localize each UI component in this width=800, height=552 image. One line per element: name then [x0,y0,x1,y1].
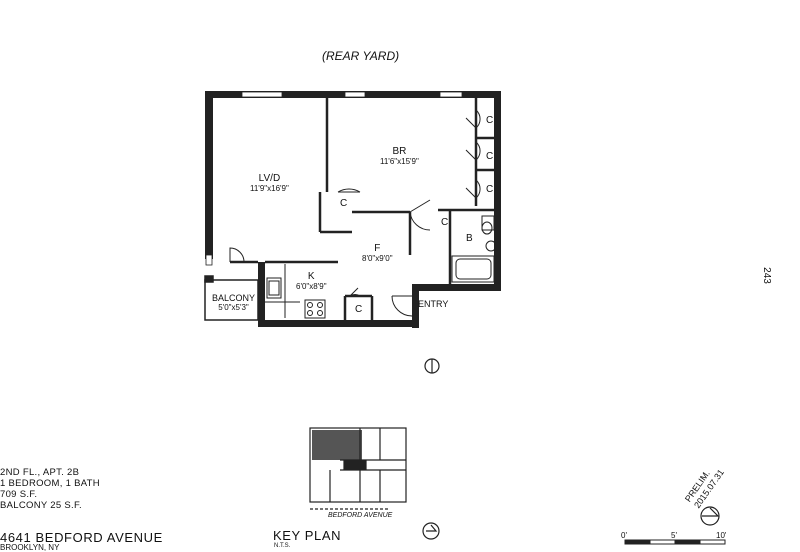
scale-bar [624,539,726,545]
entry-label: ENTRY [418,299,449,309]
page-number: 243 [760,267,772,284]
room-name: F [374,243,381,254]
key-plan-title: KEY PLAN [273,528,342,543]
room-name: BALCONY [212,293,256,303]
city: BROOKLYN, NY [0,543,60,552]
balcony-outline [204,275,259,321]
room-bedroom: BR 11'6"x15'9" [380,147,419,167]
room-dims: 11'6"x15'9" [380,157,419,166]
room-dims: 11'9"x16'9" [250,184,289,193]
room-kitchen: K 6'0"x8'9" [296,272,327,292]
room-dims: 5'0"x5'3" [218,303,249,312]
closet-label: C [340,198,348,209]
closet-label: C [441,217,449,228]
bath-fixtures [451,215,497,283]
room-living-dining: LV/D 11'9"x16'9" [250,174,289,194]
unit-info: 2ND FL., APT. 2B 1 BEDROOM, 1 BATH 709 S… [0,467,100,511]
closet-label: C [355,304,363,315]
key-plan-scale-note: N.T.S. [274,543,291,549]
north-arrow-icon [422,522,440,540]
closet-label: C [486,151,494,162]
scale-label: 5' [671,531,677,540]
kitchen-fixtures [265,264,326,319]
north-arrow-icon-small [424,358,440,374]
scale-north-icon [700,506,720,526]
room-foyer: F 8'0"x9'0" [362,244,393,264]
unit-info-line: 709 S.F. [0,489,38,500]
scale-label: 0' [621,531,627,540]
address: 4641 BEDFORD AVENUE [0,530,163,545]
key-plan-diagram [309,427,407,510]
closet-label: C [486,115,494,126]
door-swings [229,109,481,317]
room-name: K [307,271,315,282]
room-name: BR [392,146,407,157]
unit-info-line: BALCONY 25 S.F. [0,500,82,511]
room-balcony: BALCONY 5'0"x5'3" [212,293,255,313]
rear-yard-label: (REAR YARD) [322,49,400,63]
room-bath: B [466,233,473,244]
scale-label: 10' [716,531,727,540]
room-dims: 8'0"x9'0" [362,254,393,263]
windows [205,91,463,266]
unit-info-line: 2ND FL., APT. 2B [0,467,80,478]
room-dims: 6'0"x8'9" [296,282,327,291]
closet-label: C [486,184,494,195]
room-name: LV/D [258,173,281,184]
unit-info-line: 1 BEDROOM, 1 BATH [0,478,100,489]
key-plan-street: BEDFORD AVENUE [328,512,393,519]
